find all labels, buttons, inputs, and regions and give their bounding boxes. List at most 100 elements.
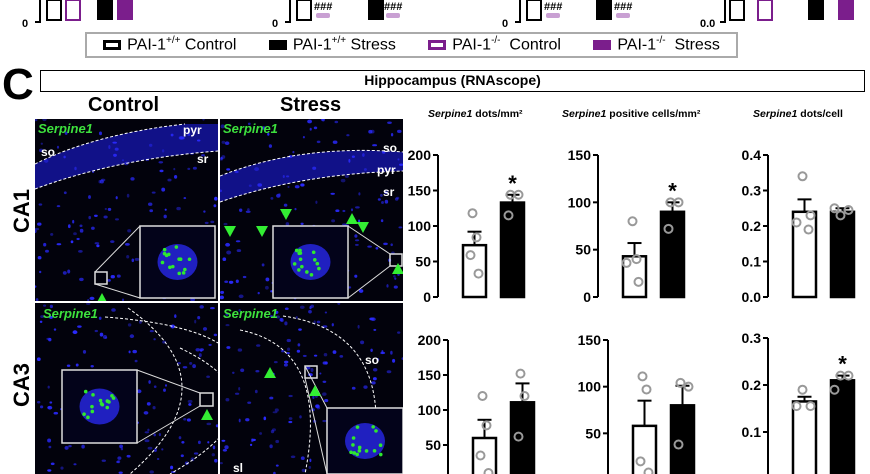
micrograph-ca1-control: Serpine1 pyr so sr bbox=[35, 119, 218, 301]
tick-label: 0 bbox=[272, 18, 278, 30]
tick-label: 0.1 bbox=[742, 424, 762, 440]
significance-star: * bbox=[838, 352, 847, 377]
data-point bbox=[503, 210, 514, 221]
tick-label: 150 bbox=[578, 332, 602, 348]
data-point bbox=[641, 384, 652, 395]
data-point bbox=[627, 216, 638, 227]
data-point bbox=[481, 420, 492, 431]
bar-partial bbox=[729, 0, 745, 21]
sig-mark: ### bbox=[614, 1, 632, 13]
data-point bbox=[829, 203, 840, 214]
micrograph-image bbox=[220, 303, 403, 474]
data-point bbox=[621, 257, 632, 268]
data-point bbox=[475, 450, 486, 461]
zoom-box bbox=[304, 365, 318, 379]
micrograph-ca3-control: Serpine1 bbox=[35, 303, 218, 474]
data-point bbox=[643, 467, 654, 474]
data-point bbox=[673, 439, 684, 450]
gene-label: Serpine1 bbox=[223, 121, 278, 136]
legend-item: PAI-1+/+ Stress bbox=[268, 35, 396, 54]
data-point bbox=[631, 254, 642, 265]
tick-label: 0.3 bbox=[742, 183, 762, 199]
column-header-stress: Stress bbox=[280, 94, 342, 116]
legend-swatch bbox=[103, 39, 122, 50]
bar-stress bbox=[659, 210, 686, 299]
section-title: Hippocampus (RNAscope) bbox=[40, 70, 865, 92]
data-point bbox=[803, 224, 814, 235]
arrowhead-marker bbox=[97, 293, 107, 301]
tick-label: 100 bbox=[418, 402, 442, 418]
sig-mark: ### bbox=[314, 1, 332, 13]
legend-swatch bbox=[268, 39, 287, 50]
tick-label: 150 bbox=[408, 183, 432, 199]
gene-label: Serpine1 bbox=[43, 306, 98, 321]
tick-label: 100 bbox=[578, 379, 602, 395]
data-point bbox=[805, 210, 816, 221]
tick-label: 200 bbox=[418, 332, 442, 348]
data-point bbox=[843, 370, 854, 381]
bar-partial bbox=[296, 0, 312, 21]
bar-partial bbox=[838, 0, 854, 20]
bar-partial bbox=[596, 0, 612, 20]
bar-control bbox=[791, 210, 818, 299]
data-point bbox=[843, 205, 854, 216]
legend-swatch bbox=[428, 39, 447, 50]
tick-label: 150 bbox=[568, 147, 592, 163]
arrowhead-marker bbox=[224, 226, 236, 237]
layer-label: sl bbox=[233, 461, 244, 474]
data-point bbox=[663, 223, 674, 234]
legend-label: PAI-1+/+ Control bbox=[127, 35, 237, 54]
tick-label: 100 bbox=[568, 194, 592, 210]
tick-label: 50 bbox=[425, 437, 441, 453]
data-point bbox=[633, 276, 644, 287]
layer-label: so bbox=[365, 353, 380, 367]
tick-label: 0.3 bbox=[742, 330, 762, 346]
data-point bbox=[835, 210, 846, 221]
micrograph-image bbox=[35, 119, 218, 301]
tick-label: 0 bbox=[423, 289, 431, 305]
data-point bbox=[513, 189, 524, 200]
zoom-box bbox=[199, 392, 214, 407]
bar-partial bbox=[65, 0, 81, 21]
data-point bbox=[797, 171, 808, 182]
layer-label: sr bbox=[383, 185, 395, 199]
legend-swatch bbox=[593, 39, 612, 50]
tick-label: 0 bbox=[502, 18, 508, 30]
legend-label: PAI-1+/+ Stress bbox=[292, 35, 396, 54]
legend: PAI-1+/+ Control PAI-1+/+ Stress PAI-1-/- … bbox=[85, 32, 738, 58]
chart-title: Serpine1 dots/cell bbox=[753, 108, 843, 120]
data-point bbox=[635, 456, 646, 467]
layer-label: pyr bbox=[377, 163, 396, 177]
tick-label: 200 bbox=[408, 147, 432, 163]
tick-label: 0 bbox=[433, 472, 441, 474]
bar-stress bbox=[829, 379, 856, 474]
data-point bbox=[473, 268, 484, 279]
bar-partial bbox=[808, 0, 824, 20]
data-point bbox=[791, 401, 802, 412]
bar-partial bbox=[117, 0, 133, 20]
arrowhead-marker bbox=[256, 226, 268, 237]
legend-item: PAI-1-/- Control bbox=[428, 35, 561, 54]
bar-control bbox=[631, 424, 658, 474]
tick-label: 0 bbox=[593, 472, 601, 474]
data-point bbox=[477, 391, 488, 401]
tick-label: 0 bbox=[583, 289, 591, 305]
tick-label: 50 bbox=[415, 254, 431, 270]
arrowhead-marker bbox=[201, 409, 213, 420]
data-point bbox=[513, 431, 524, 442]
tick-label: 0.2 bbox=[742, 218, 762, 234]
data-point bbox=[465, 250, 476, 261]
tick-label: 0.2 bbox=[742, 377, 762, 393]
bar-partial bbox=[526, 0, 542, 21]
bar-partial bbox=[46, 0, 62, 21]
significance-star: * bbox=[508, 171, 517, 196]
data-point bbox=[637, 371, 648, 382]
tick-label: 0.1 bbox=[742, 254, 762, 270]
chart-title: Serpine1 dots/mm² bbox=[428, 108, 523, 120]
arrowhead-marker bbox=[346, 213, 358, 224]
layer-label: so bbox=[41, 145, 56, 159]
column-header-control: Control bbox=[88, 94, 160, 116]
bar-stress bbox=[669, 404, 696, 474]
data-point bbox=[673, 197, 684, 208]
